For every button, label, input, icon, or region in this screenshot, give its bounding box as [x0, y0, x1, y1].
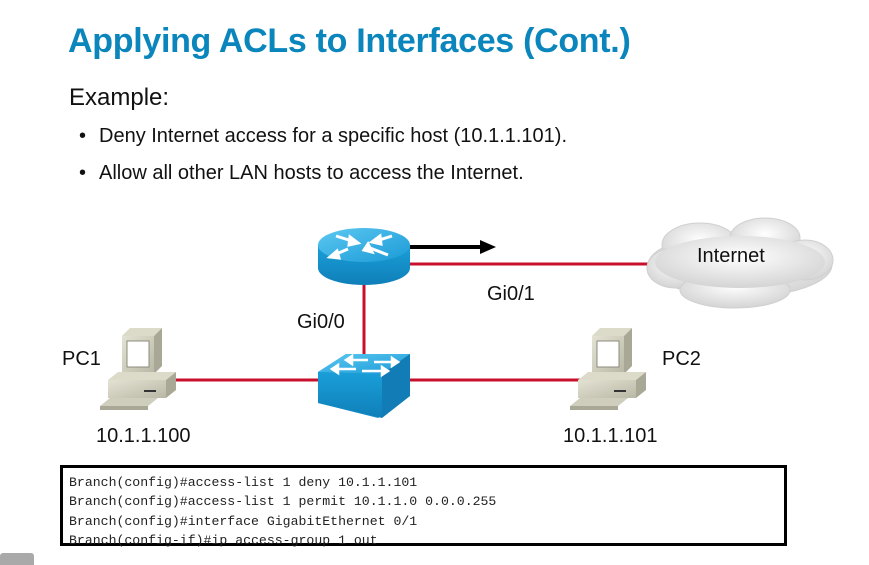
slide-title: Applying ACLs to Interfaces (Cont.) — [68, 22, 631, 60]
interface-gi0-0-label: Gi0/0 — [297, 311, 345, 333]
cli-line: Branch(config-if)#ip access-group 1 out — [69, 532, 378, 548]
cli-config-box: Branch(config)#access-list 1 deny 10.1.1… — [60, 465, 787, 548]
bullet-list: • Deny Internet access for a specific hos… — [79, 120, 567, 194]
bullet-text: Allow all other LAN hosts to access the … — [99, 162, 524, 184]
pc1-label: PC1 — [62, 348, 101, 370]
cli-line: Branch(config)#access-list 1 deny 10.1.1… — [69, 475, 418, 490]
links — [175, 262, 650, 382]
bullet-icon: • — [79, 162, 87, 184]
pc1-computer-icon[interactable] — [100, 328, 176, 410]
router-icon[interactable] — [318, 228, 410, 285]
bullet-item: • Allow all other LAN hosts to access the… — [79, 157, 567, 194]
internet-label: Internet — [697, 245, 765, 267]
pc1-ip-label: 10.1.1.100 — [96, 425, 191, 447]
cli-line: Branch(config)#interface GigabitEthernet… — [69, 513, 418, 529]
corner-tab[interactable] — [0, 553, 34, 565]
cli-line: Branch(config)#access-list 1 permit 10.1… — [69, 494, 497, 510]
pc2-computer-icon[interactable] — [570, 328, 646, 410]
interface-gi0-1-label: Gi0/1 — [487, 283, 535, 305]
internet-cloud-icon[interactable] — [646, 217, 834, 309]
example-label: Example: — [69, 84, 170, 111]
bullet-icon: • — [79, 125, 87, 147]
bullet-text: Deny Internet access for a specific host… — [99, 125, 568, 147]
bullet-item: • Deny Internet access for a specific hos… — [79, 120, 567, 157]
pc2-label: PC2 — [662, 348, 701, 370]
switch-icon[interactable] — [318, 353, 410, 418]
outbound-arrow-icon — [405, 240, 496, 254]
pc2-ip-label: 10.1.1.101 — [563, 425, 658, 447]
